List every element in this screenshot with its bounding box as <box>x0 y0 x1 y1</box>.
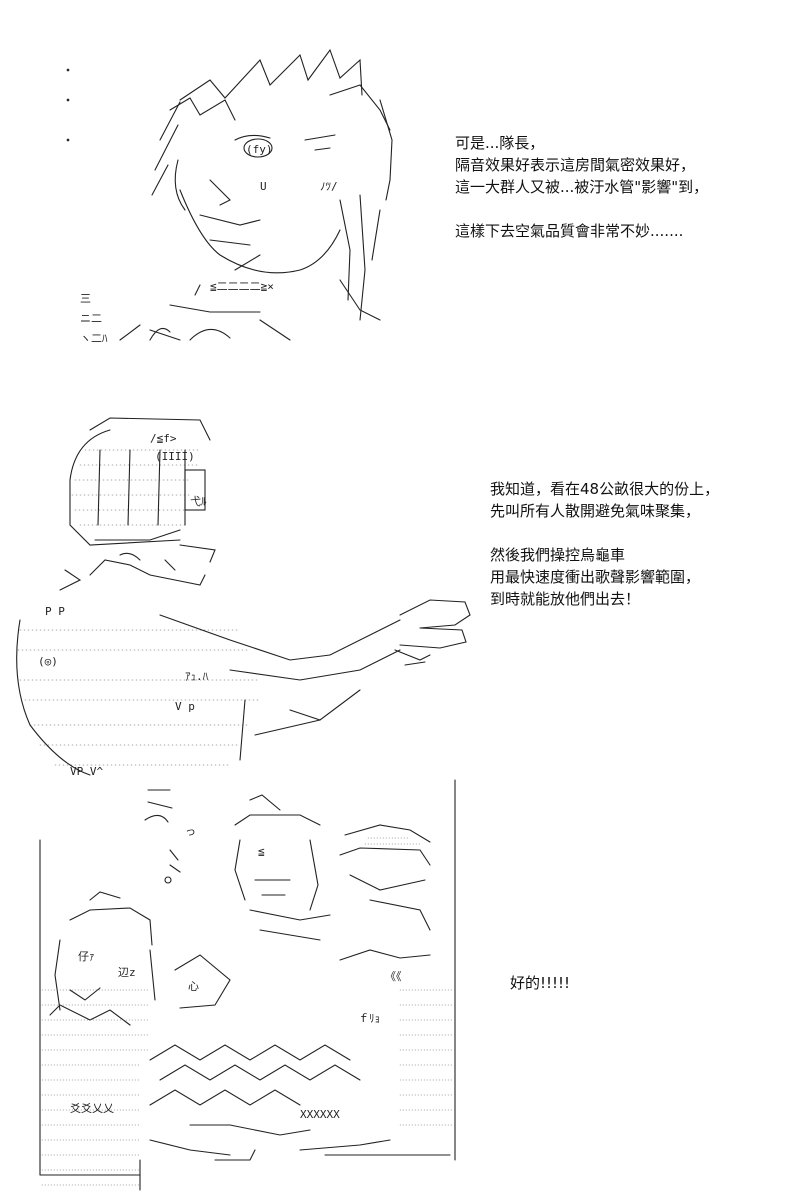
art-glyph: V p <box>175 700 195 713</box>
panel-2: /≦f> (IIII) 弋ﾙ P P (◎) ｱｭ.ﾊ V p VP V^ 我知… <box>0 380 800 780</box>
art-glyph: ｆﾘｮ <box>358 1012 380 1025</box>
art-glyph: ニ二 <box>80 312 102 325</box>
dialogue-line: 可是...隊長， <box>455 134 545 152</box>
art-glyph: P P <box>45 605 65 618</box>
art-glyph: XXXXXX <box>300 1108 340 1121</box>
art-glyph: VP V^ <box>70 765 103 778</box>
art-glyph: (◎) <box>38 655 58 668</box>
art-glyph: ﾉﾂ/ <box>320 180 338 193</box>
art-glyph: 爻爻乂乂 <box>70 1102 114 1115</box>
art-glyph: (IIII) <box>155 450 195 463</box>
dialogue-line <box>455 198 708 220</box>
dialogue-line: 好的!!!!! <box>510 974 571 992</box>
dialogue-line: 我知道，看在48公畝很大的份上， <box>490 480 720 498</box>
dialogue-line: 到時就能放他們出去！ <box>490 590 641 608</box>
dialogue-line: 這樣下去空氣品質會非常不妙....... <box>455 222 684 240</box>
dialogue-2: 我知道，看在48公畝很大的份上， 先叫所有人散開避免氣味聚集， 然後我們操控烏龜… <box>490 478 719 610</box>
art-glyph: ≦二二二二≧× <box>210 280 274 293</box>
art-glyph: 心 <box>188 980 199 993</box>
art-glyph: 《《 <box>385 970 402 983</box>
dialogue-line: 隔音效果好表示這房間氣密效果好， <box>455 156 696 174</box>
art-glyph: 仔ｧ <box>78 950 95 963</box>
art-glyph: (fy) <box>246 143 273 156</box>
art-glyph: 三 <box>80 292 91 305</box>
svg-text:≦: ≦ <box>258 845 265 858</box>
dialogue-line: 用最快速度衝出歌聲影響範圍， <box>490 568 701 586</box>
art-glyph: /≦f> <box>150 432 177 445</box>
art-glyph: U <box>260 180 267 193</box>
panel-1: (fy) U ﾉﾂ/ ≦二二二二≧× 三 ニ二 ヽ二ﾊ 可是...隊長， 隔音效… <box>0 0 800 380</box>
dialogue-line <box>490 522 719 544</box>
art-glyph: 弋ﾙ <box>190 495 207 508</box>
art-glyph: ｱｭ.ﾊ <box>185 670 209 683</box>
dialogue-line: 先叫所有人散開避免氣味聚集， <box>490 502 701 520</box>
svg-text:っ: っ <box>185 825 196 838</box>
character-art-3: っ 仔ｧ 辺z ≦ 心 《《 ｆﾘｮ XXXXXX 爻爻乂乂 <box>39 779 456 1191</box>
character-art-2: /≦f> (IIII) 弋ﾙ P P (◎) ｱｭ.ﾊ V p VP V^ <box>16 417 471 778</box>
art-glyph: 辺z <box>118 966 136 979</box>
dialogue-line: 然後我們操控烏龜車 <box>490 546 626 564</box>
dialogue-3: 好的!!!!! <box>510 972 570 994</box>
panel-3: っ 仔ｧ 辺z ≦ 心 《《 ｆﾘｮ XXXXXX 爻爻乂乂 <box>0 779 800 1200</box>
character-art-1: (fy) U ﾉﾂ/ ≦二二二二≧× 三 ニ二 ヽ二ﾊ <box>66 48 393 345</box>
dialogue-line: 這一大群人又被...被汙水管"影響"到， <box>455 178 709 196</box>
art-glyph: ヽ二ﾊ <box>80 332 108 345</box>
dialogue-1: 可是...隊長， 隔音效果好表示這房間氣密效果好， 這一大群人又被...被汙水管… <box>455 132 708 242</box>
